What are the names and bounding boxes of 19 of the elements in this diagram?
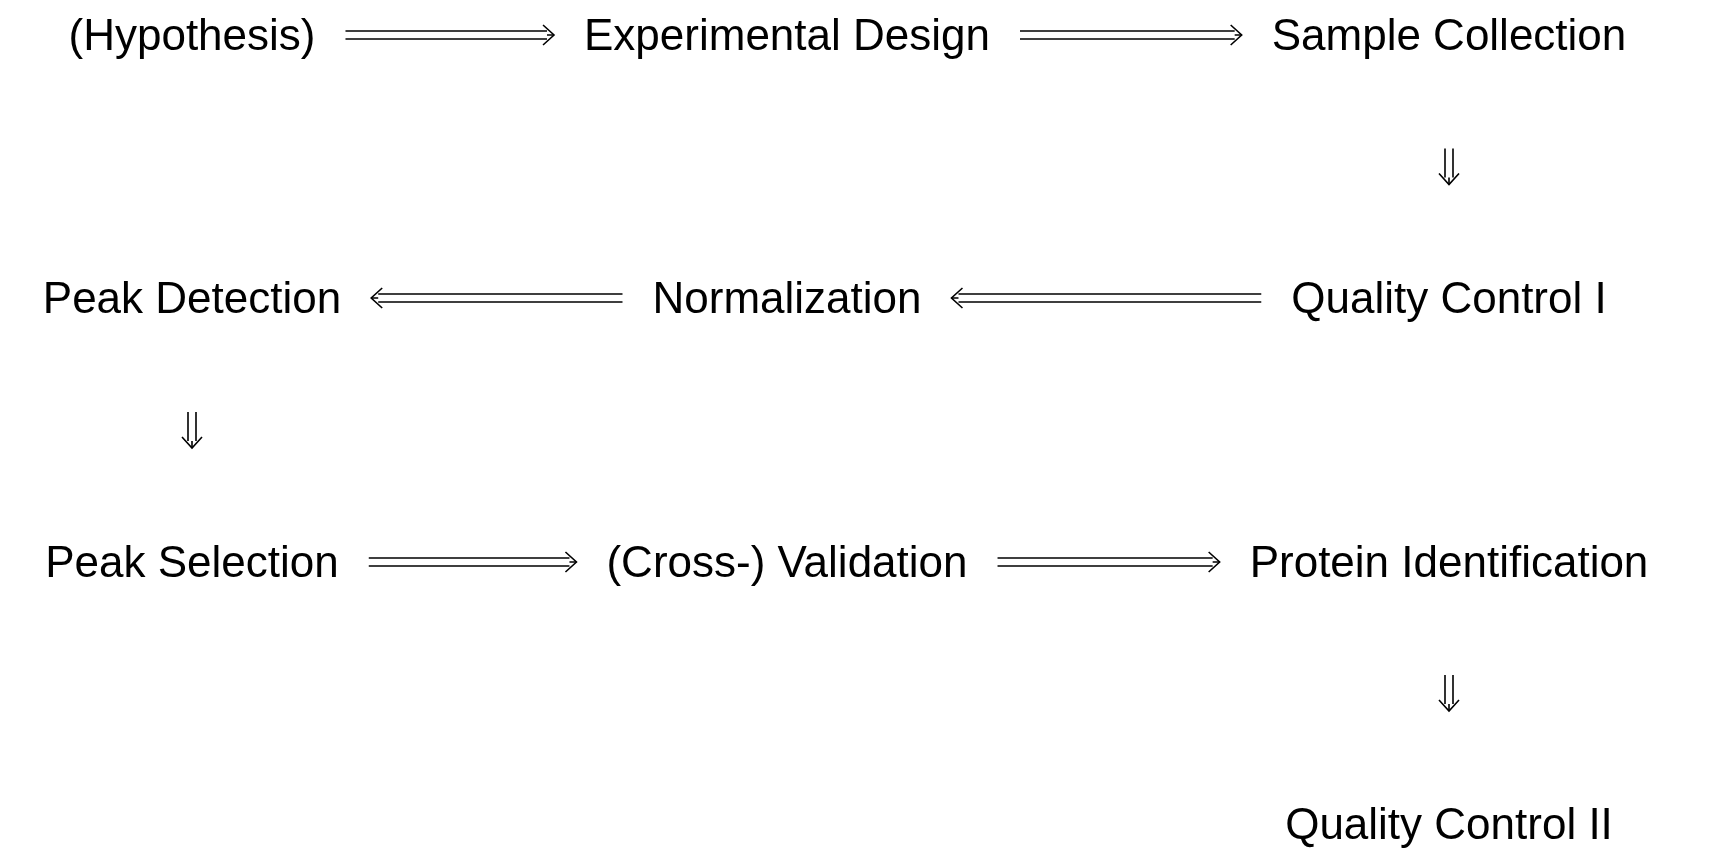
double-arrow xyxy=(181,411,203,449)
double-arrow xyxy=(344,24,555,46)
step-label: (Cross-) Validation xyxy=(487,537,1087,587)
double-arrow xyxy=(950,287,1263,309)
double-arrow xyxy=(367,551,578,573)
step-label: (Hypothesis) xyxy=(0,10,427,60)
step-label: Normalization xyxy=(487,273,1087,323)
step-label: Experimental Design xyxy=(487,10,1087,60)
step-label: Peak Detection xyxy=(0,273,427,323)
double-arrow xyxy=(1438,674,1460,712)
double-arrow xyxy=(1438,147,1460,186)
double-arrow xyxy=(370,287,624,309)
double-arrow xyxy=(996,551,1221,573)
step-label: Protein Identification xyxy=(1150,537,1710,587)
step-label: Peak Selection xyxy=(0,537,427,587)
step-label: Quality Control I xyxy=(1150,273,1710,323)
double-arrow xyxy=(1019,24,1243,46)
step-label: Sample Collection xyxy=(1150,10,1710,60)
step-label: Quality Control II xyxy=(1150,799,1710,849)
